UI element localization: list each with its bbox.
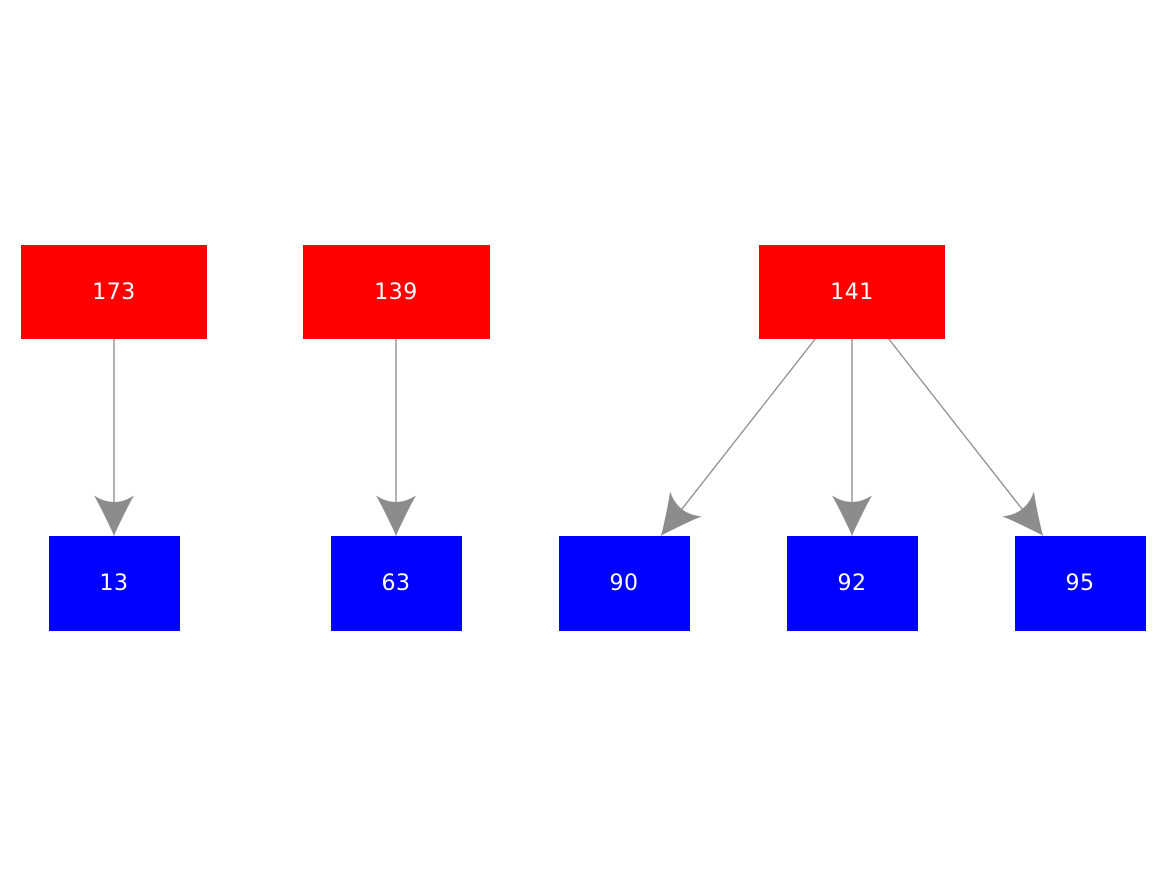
node-63: 63 [330, 535, 462, 631]
node-label: 141 [830, 279, 874, 305]
node-label: 95 [1065, 570, 1095, 596]
node-13: 13 [48, 535, 180, 631]
node-label: 90 [609, 570, 639, 596]
node-173: 173 [21, 245, 207, 339]
node-label: 139 [374, 279, 418, 305]
node-label: 92 [837, 570, 867, 596]
edge-141-to-90 [660, 338, 816, 536]
edge-141-to-95 [888, 338, 1044, 536]
node-141: 141 [759, 245, 945, 339]
node-139: 139 [302, 245, 490, 339]
node-label: 13 [99, 570, 129, 596]
node-90: 90 [558, 535, 690, 631]
node-92: 92 [786, 535, 918, 631]
node-label: 63 [381, 570, 411, 596]
node-label: 173 [92, 279, 136, 305]
node-95: 95 [1014, 535, 1146, 631]
